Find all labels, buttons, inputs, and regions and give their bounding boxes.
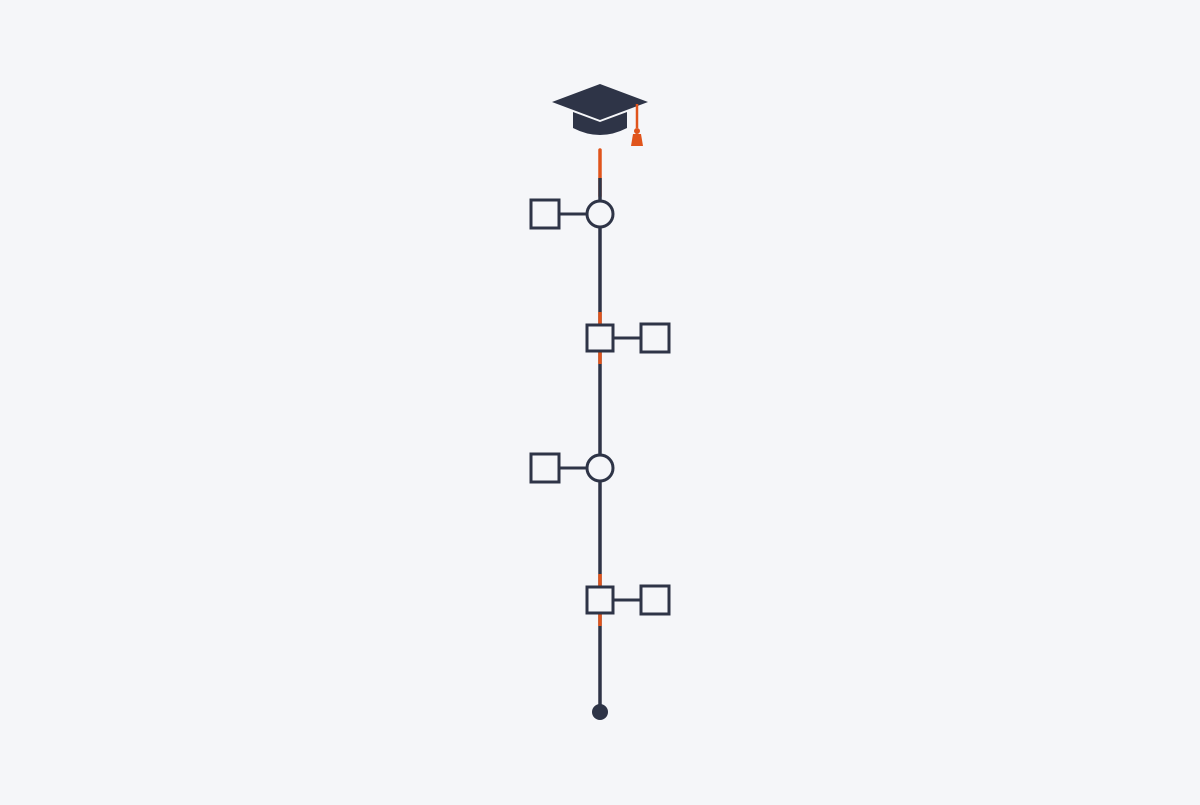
milestone-node-circle [585, 199, 615, 229]
timeline-end-dot [592, 704, 608, 720]
cap-tassel-knot [634, 128, 640, 134]
cap-board [552, 84, 648, 120]
milestone-node-square [585, 585, 615, 615]
milestone-2 [585, 312, 671, 364]
milestone-box [639, 322, 671, 354]
timeline-milestones [529, 198, 671, 626]
milestone-box [639, 584, 671, 616]
milestone-4 [585, 574, 671, 626]
milestone-3 [529, 452, 615, 484]
milestone-node-circle [585, 453, 615, 483]
cap-base [573, 112, 627, 135]
milestone-box [529, 452, 561, 484]
milestone-box [529, 198, 561, 230]
graduation-cap-icon [552, 84, 648, 146]
milestone-node-square [585, 323, 615, 353]
cap-tassel [631, 134, 643, 146]
milestone-1 [529, 198, 615, 230]
